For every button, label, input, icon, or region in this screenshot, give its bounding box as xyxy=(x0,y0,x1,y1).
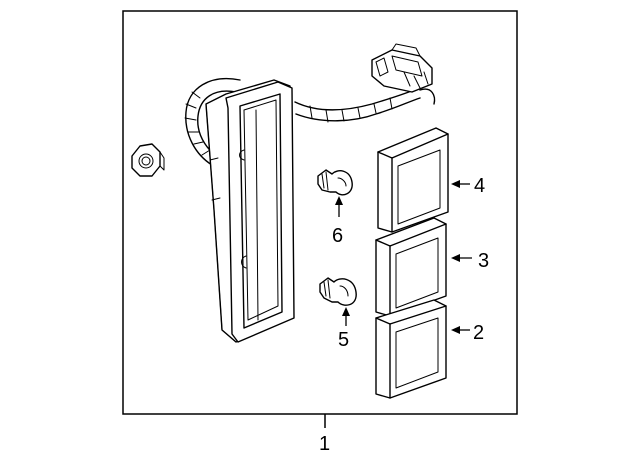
arrow-4 xyxy=(451,180,460,188)
callout-2: 2 xyxy=(473,322,484,344)
lens-icon-2 xyxy=(375,299,447,399)
callout-4: 4 xyxy=(474,175,485,197)
callout-3: 3 xyxy=(478,250,489,272)
arrow-3 xyxy=(451,254,460,262)
bulb-icon-6 xyxy=(317,169,353,196)
bulb-icon-5 xyxy=(319,277,357,306)
callout-5: 5 xyxy=(338,329,349,351)
callout-1: 1 xyxy=(319,433,330,455)
arrow-6 xyxy=(335,196,343,205)
arrow-5 xyxy=(342,307,350,316)
callout-6: 6 xyxy=(332,225,343,247)
tail-lamp-housing-icon xyxy=(205,79,295,343)
diagram-frame xyxy=(122,10,518,415)
lens-icon-4 xyxy=(377,127,449,233)
connector-icon xyxy=(371,43,433,93)
arrow-2 xyxy=(451,326,460,334)
nut-icon xyxy=(131,143,165,177)
lens-icon-3 xyxy=(375,217,447,317)
wiring-harness-icon xyxy=(184,78,436,166)
